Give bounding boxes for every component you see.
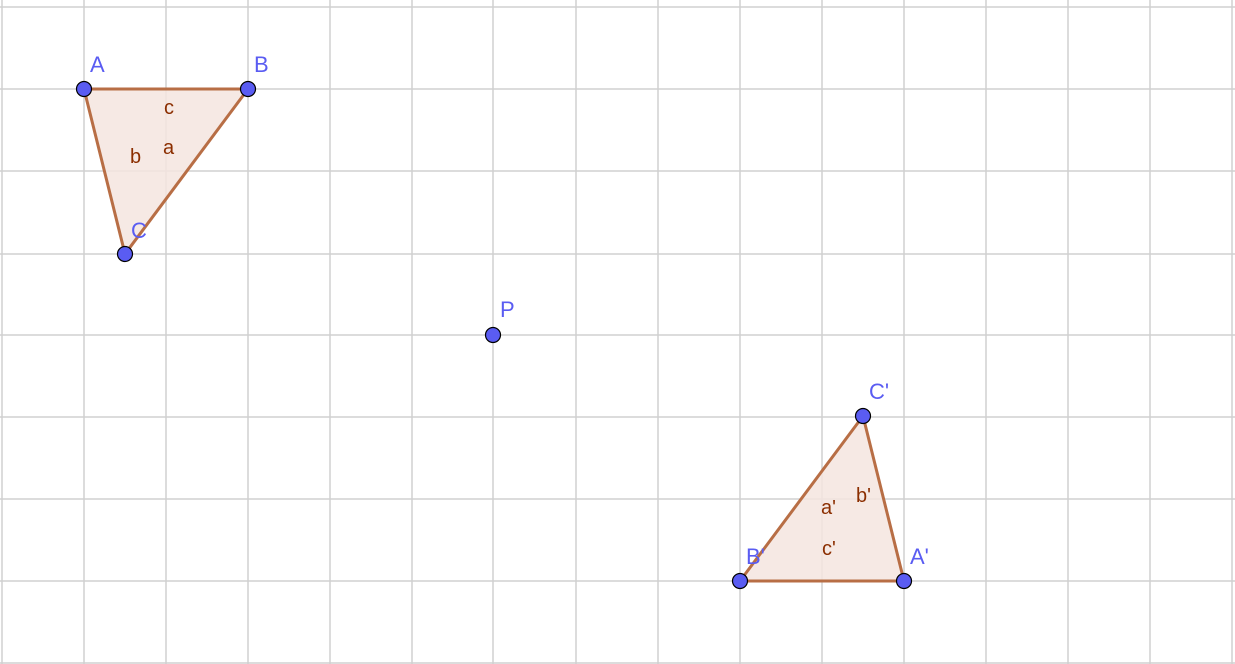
- side-b-prime[interactable]: [861, 414, 906, 583]
- point-c-label: C: [131, 218, 147, 243]
- point-a-prime[interactable]: [895, 572, 913, 590]
- point-labels: A B C P C' B' A': [90, 52, 929, 569]
- side-b[interactable]: [82, 87, 127, 256]
- point-b[interactable]: [239, 80, 257, 98]
- point-a-prime-label: A': [910, 544, 929, 569]
- side-b-label: b: [130, 146, 141, 168]
- points: [75, 80, 913, 590]
- side-a-prime[interactable]: [738, 414, 865, 583]
- triangle-abc-fill: [84, 89, 248, 254]
- triangle-abc: c a b: [82, 87, 250, 256]
- triangle-abc-prime-fill: [740, 416, 904, 581]
- point-a-label: A: [90, 52, 105, 77]
- point-c-prime-label: C': [869, 379, 889, 404]
- side-a-prime-label: a': [821, 497, 836, 519]
- side-b-prime-label: b': [856, 485, 871, 507]
- point-p[interactable]: [484, 326, 502, 344]
- point-c[interactable]: [116, 245, 134, 263]
- point-b-prime[interactable]: [731, 572, 749, 590]
- side-a[interactable]: [123, 87, 250, 256]
- point-a[interactable]: [75, 80, 93, 98]
- side-c-prime-label: c': [822, 538, 836, 560]
- point-c-prime[interactable]: [854, 407, 872, 425]
- side-c-label: c: [164, 97, 174, 119]
- point-p-label: P: [500, 297, 515, 322]
- triangle-abc-prime: a' b' c': [738, 414, 906, 583]
- side-a-label: a: [163, 137, 175, 159]
- point-b-label: B: [254, 52, 269, 77]
- point-b-prime-label: B': [746, 544, 765, 569]
